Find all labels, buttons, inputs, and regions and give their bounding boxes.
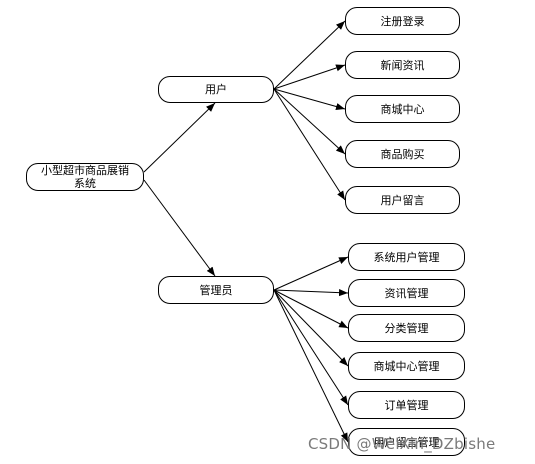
edge-user-child-4 [273, 88, 346, 201]
edge-admin-child-5 [273, 289, 349, 443]
edge-user-child-2 [273, 88, 346, 111]
root-label-line2: 系统 [74, 177, 96, 190]
edge-user-child-1 [273, 64, 346, 90]
admin-child-mall-center-mgmt: 商城中心管理 [348, 352, 465, 380]
node-label: 注册登录 [380, 14, 425, 28]
node-label: 商品购买 [380, 147, 425, 161]
edge-admin-child-0 [273, 256, 349, 291]
node-label: 用户留言 [380, 193, 425, 207]
edge-root-admin [143, 179, 216, 277]
edge-admin-child-3 [273, 289, 349, 367]
user-child-news: 新闻资讯 [345, 51, 460, 79]
edge-admin-child-2 [273, 289, 349, 329]
edge-user-child-0 [273, 20, 346, 90]
admin-node-label: 管理员 [199, 283, 233, 297]
node-label: 商城中心管理 [373, 359, 440, 373]
user-child-mall-center: 商城中心 [345, 95, 460, 123]
user-node-label: 用户 [205, 83, 227, 96]
node-label: 分类管理 [384, 321, 429, 335]
user-child-register-login: 注册登录 [345, 7, 460, 35]
admin-child-category-mgmt: 分类管理 [348, 314, 465, 342]
node-label: 订单管理 [384, 398, 429, 412]
admin-child-order-mgmt: 订单管理 [348, 391, 465, 419]
node-label: 资讯管理 [384, 286, 429, 300]
edge-root-user [143, 102, 216, 173]
edge-user-child-3 [273, 88, 346, 155]
node-label: 商城中心 [380, 102, 425, 116]
admin-node: 管理员 [158, 276, 274, 304]
root-node: 小型超市商品展销 系统 [26, 163, 144, 191]
watermark-text: CSDN @WeiXin_DZbishe [308, 435, 496, 453]
node-label: 用户留言管理 [373, 435, 440, 449]
user-child-purchase: 商品购买 [345, 140, 460, 168]
admin-child-system-user-mgmt: 系统用户管理 [348, 243, 465, 271]
node-label: 新闻资讯 [380, 58, 425, 72]
user-child-message: 用户留言 [345, 186, 460, 214]
node-label: 系统用户管理 [373, 250, 440, 264]
user-node: 用户 [158, 76, 274, 103]
edge-admin-child-1 [273, 289, 349, 297]
root-label-line1: 小型超市商品展销 [41, 164, 129, 177]
admin-child-news-mgmt: 资讯管理 [348, 279, 465, 307]
admin-child-message-mgmt: 用户留言管理 [348, 428, 465, 456]
edge-admin-child-4 [273, 289, 349, 406]
